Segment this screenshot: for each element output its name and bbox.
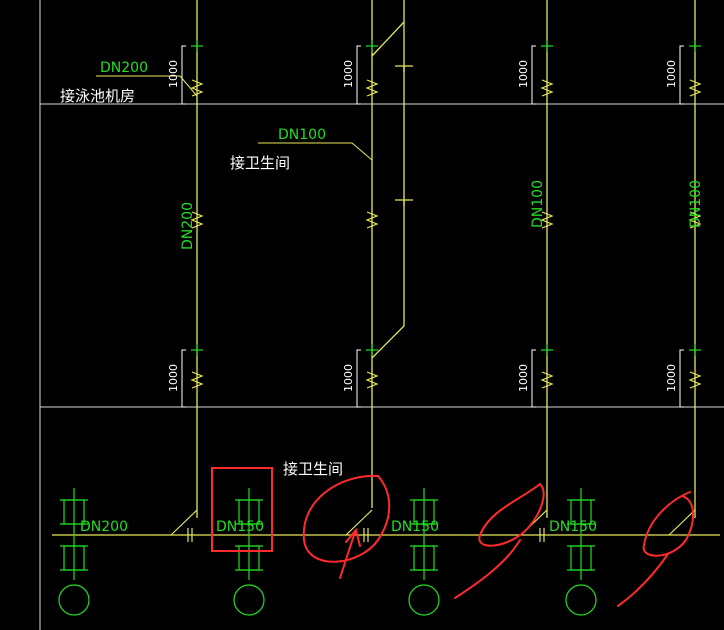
dim-text: 1000 <box>167 60 180 88</box>
gate-valve-icon <box>366 40 378 52</box>
pump-circle-icon <box>233 584 265 616</box>
spring-hanger-icon <box>540 79 554 97</box>
dim-text: 1000 <box>665 60 678 88</box>
pump-circle-icon <box>565 584 597 616</box>
spring-hanger-icon <box>365 371 379 389</box>
label-dn150-a: DN150 <box>216 519 264 535</box>
label-bathroom-2: 接卫生间 <box>283 460 343 478</box>
dim-text: 1000 <box>167 364 180 392</box>
pump-assembly-1 <box>58 488 90 616</box>
gate-valve-icon <box>366 344 378 356</box>
text-labels: DN200 接泳池机房 DN100 接卫生间 DN200 DN100 DN100… <box>60 60 704 535</box>
dim-text: 1000 <box>342 60 355 88</box>
spring-hanger-icon <box>688 211 702 229</box>
label-dn150-c: DN150 <box>549 519 597 535</box>
markup-loop-2 <box>454 483 545 599</box>
red-markup <box>211 467 694 607</box>
gate-valve-icon <box>191 40 203 52</box>
dimension-brackets <box>181 45 684 408</box>
spring-hanger-icon <box>365 79 379 97</box>
gate-valve-icon <box>541 344 553 356</box>
label-bathroom-1: 接卫生间 <box>230 154 290 172</box>
gate-valve-icon <box>541 40 553 52</box>
dim-text: 1000 <box>517 60 530 88</box>
pump-assembly-3 <box>408 488 440 616</box>
dim-text: 1000 <box>342 364 355 392</box>
spring-hanger-icon <box>190 371 204 389</box>
gate-valve-icon <box>689 344 701 356</box>
riser-valves <box>191 40 701 356</box>
spring-hanger-icon <box>540 371 554 389</box>
spring-hanger-icon <box>365 211 379 229</box>
gate-valve-icon <box>689 40 701 52</box>
markup-highlight-box <box>211 467 273 552</box>
spring-hanger-icon <box>540 211 554 229</box>
dim-text: 1000 <box>517 364 530 392</box>
riser-pipes <box>196 0 696 518</box>
label-dn100-top: DN100 <box>278 127 326 143</box>
label-dn100-vertical-a: DN100 <box>530 180 546 228</box>
pump-circle-icon <box>58 584 90 616</box>
spring-hangers <box>190 79 702 389</box>
leader-lines <box>96 75 373 161</box>
spring-hanger-icon <box>190 211 204 229</box>
markup-loop-3 <box>617 491 694 607</box>
dim-text: 1000 <box>665 364 678 392</box>
pump-assemblies <box>58 488 597 616</box>
markup-circle-1 <box>302 474 391 563</box>
label-dn200-top: DN200 <box>100 60 148 76</box>
spring-hanger-icon <box>688 79 702 97</box>
spring-hanger-icon <box>190 79 204 97</box>
label-dn200-vertical: DN200 <box>180 202 196 250</box>
label-pool-room: 接泳池机房 <box>60 87 135 105</box>
label-dn150-b: DN150 <box>391 519 439 535</box>
label-dn100-vertical-b: DN100 <box>688 180 704 228</box>
pump-circle-icon <box>408 584 440 616</box>
gate-valve-icon <box>191 344 203 356</box>
grid-lines <box>39 0 724 630</box>
spring-hanger-icon <box>688 371 702 389</box>
header-pipe <box>52 509 720 542</box>
label-dn200-bottom: DN200 <box>80 519 128 535</box>
markup-arrow <box>339 527 361 579</box>
pump-assembly-2 <box>233 488 265 616</box>
pump-assembly-4 <box>565 488 597 616</box>
